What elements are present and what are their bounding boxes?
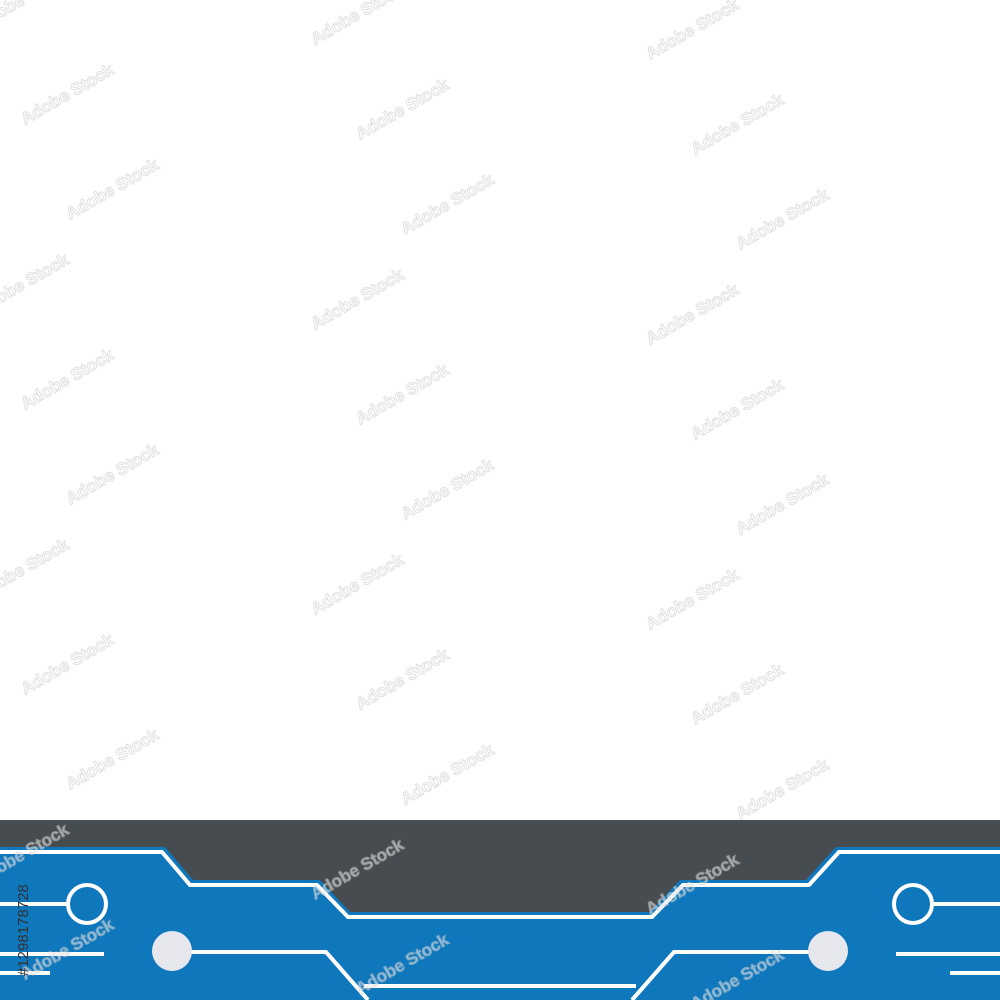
circuit-traces xyxy=(0,850,1000,1000)
trace-left-node xyxy=(188,950,370,1000)
stock-id-label: #1298178728 xyxy=(4,758,40,978)
right-ring-node xyxy=(892,883,934,925)
trace-right-node xyxy=(630,950,812,1000)
right-solid-node xyxy=(808,931,848,971)
left-solid-node xyxy=(152,931,192,971)
trace-outline xyxy=(0,850,1000,919)
stock-id-text: #1298178728 xyxy=(15,884,32,976)
left-ring-node xyxy=(66,883,108,925)
